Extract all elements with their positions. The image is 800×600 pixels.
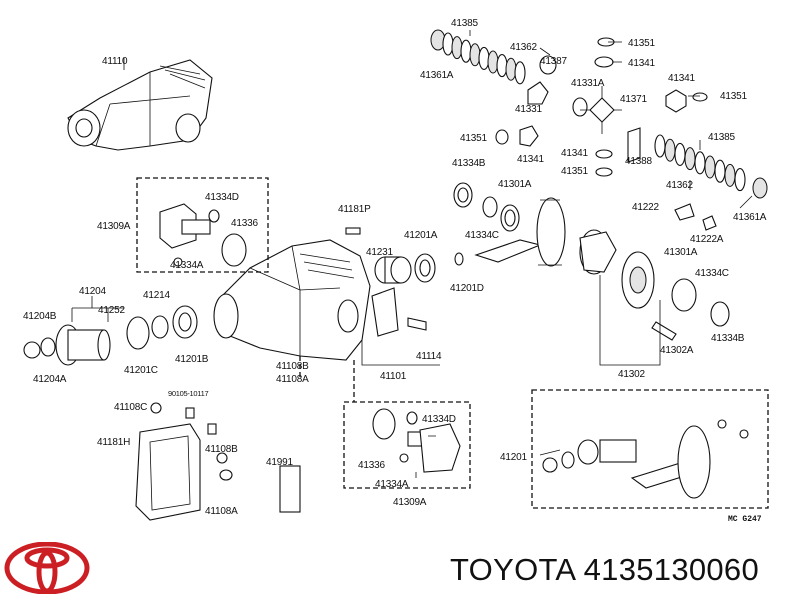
part-label: 41222 xyxy=(632,202,659,213)
part-label: 41385 xyxy=(451,18,478,29)
part-label: 41110 xyxy=(102,56,128,67)
part-label: 41341 xyxy=(517,154,544,165)
part-label: 41231 xyxy=(366,247,393,258)
brand-part-number-line: TOYOTA 4135130060 xyxy=(450,552,759,588)
part-label: 41336 xyxy=(358,460,385,471)
part-label: 41201 xyxy=(500,452,527,463)
part-label: 41336 xyxy=(231,218,258,229)
toyota-logo xyxy=(4,542,90,594)
part-label: 41334D xyxy=(205,192,239,203)
part-label: 41201C xyxy=(124,365,158,376)
part-label: 41362 xyxy=(666,180,693,191)
part-label: 41201B xyxy=(175,354,209,365)
part-label: 41385 xyxy=(708,132,735,143)
differential-cover-41181h xyxy=(135,402,301,521)
carrier-assembly-41110-drawing xyxy=(67,59,213,151)
part-label: 41301A xyxy=(498,179,532,190)
part-label: 41361A xyxy=(420,70,454,81)
part-label: 41351 xyxy=(460,133,487,144)
part-label: 41351 xyxy=(628,38,655,49)
part-label: 41331A xyxy=(571,78,605,89)
part-label: 41371 xyxy=(620,94,647,105)
part-label: 41361A xyxy=(733,212,767,223)
side-bearing-retainer-box-upper xyxy=(136,177,269,273)
part-label: 41222A xyxy=(690,234,724,245)
part-number: 4135130060 xyxy=(583,552,760,587)
part-label: 41108C xyxy=(114,402,148,413)
part-label: 41334B xyxy=(452,158,486,169)
part-label: 41108B xyxy=(205,444,238,455)
part-label: 41108B xyxy=(276,361,309,372)
part-label: 41334B xyxy=(711,333,745,344)
part-label: 41334A xyxy=(375,479,409,490)
part-label: 41991 xyxy=(266,457,293,468)
part-label: 41388 xyxy=(625,156,652,167)
part-label: 41309A xyxy=(97,221,131,232)
bearings-and-seals xyxy=(345,182,566,284)
part-label: 41331 xyxy=(515,104,542,115)
part-label: 41114 xyxy=(416,351,442,362)
brand-name: TOYOTA xyxy=(450,552,575,587)
pinion-washers xyxy=(495,37,708,177)
spring-disc xyxy=(514,61,526,85)
carrier-housing-41101-drawing xyxy=(213,239,427,361)
differential-spring-stack-right xyxy=(654,134,768,199)
part-label: 41204B xyxy=(23,311,57,322)
part-label: 41334C xyxy=(695,268,729,279)
part-label: 41309A xyxy=(393,497,427,508)
companion-flange-row xyxy=(23,305,198,366)
part-label: 41387 xyxy=(540,56,567,67)
part-label: 41334A xyxy=(170,260,204,271)
part-label: 41101 xyxy=(380,371,407,382)
part-label: 41341 xyxy=(668,73,695,84)
part-label: 41252 xyxy=(98,305,125,316)
part-label: 41341 xyxy=(628,58,655,69)
diagram-code: MC G247 xyxy=(728,515,762,524)
part-label: 41351 xyxy=(561,166,588,177)
differential-spring-stack-top xyxy=(430,29,526,85)
part-label: 41341 xyxy=(561,148,588,159)
part-label: 41181H xyxy=(97,437,131,448)
part-label: 41334C xyxy=(465,230,499,241)
leader-lines xyxy=(71,30,753,478)
part-label: 41108A xyxy=(205,506,238,517)
spring-disc xyxy=(734,168,746,192)
part-label: 41301A xyxy=(664,247,698,258)
part-label: 41302A xyxy=(660,345,694,356)
part-label: 90105-10117 xyxy=(168,389,209,398)
part-label: 41362 xyxy=(510,42,537,53)
part-label: 41302 xyxy=(618,369,645,380)
part-label: 41201A xyxy=(404,230,438,241)
part-label: 41181P xyxy=(338,204,371,215)
part-label: 41214 xyxy=(143,290,170,301)
differential-case-right xyxy=(579,203,730,341)
part-label: 41201D xyxy=(450,283,484,294)
ring-gear-pinion-set-box xyxy=(531,389,769,509)
part-label: 41204A xyxy=(33,374,67,385)
part-label: 41108A xyxy=(276,374,309,385)
part-label: 41334D xyxy=(422,414,456,425)
part-label: 41351 xyxy=(720,91,747,102)
part-label: 41204 xyxy=(79,286,106,297)
